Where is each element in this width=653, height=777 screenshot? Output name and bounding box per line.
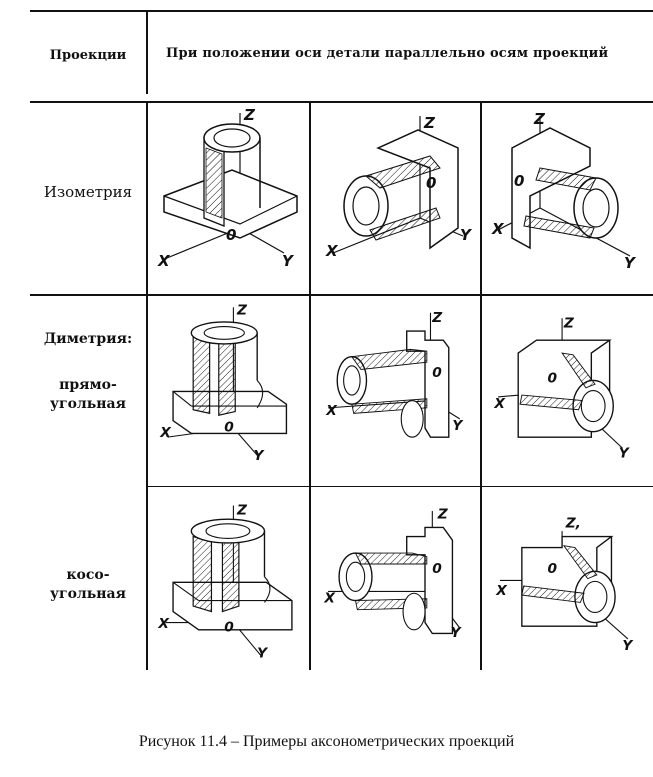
row-label-line: угольная bbox=[50, 396, 126, 412]
axis-x-label: X bbox=[495, 583, 508, 599]
row-label-oblique: косо- угольная bbox=[30, 566, 146, 604]
origin-label: 0 bbox=[547, 561, 557, 577]
row-label-line: Изометрия bbox=[43, 183, 133, 201]
origin-label: 0 bbox=[426, 174, 436, 192]
drawing-oblique-vertical: Z 0 X Y bbox=[152, 500, 302, 661]
axis-z-label: Z bbox=[563, 315, 575, 331]
origin-label: 0 bbox=[224, 420, 234, 436]
projection-table: Проекции При положении оси детали паралл… bbox=[30, 10, 653, 670]
row2-bottom-rule bbox=[146, 486, 653, 487]
axis-y-label: Y bbox=[619, 445, 631, 461]
axis-y-label: Y bbox=[451, 625, 463, 641]
origin-label: 0 bbox=[432, 561, 442, 577]
axis-z-label: Z bbox=[533, 110, 546, 128]
header-bottom-rule bbox=[30, 101, 653, 103]
origin-label: 0 bbox=[514, 172, 524, 190]
header-divider bbox=[146, 10, 148, 94]
axis-y-label: Y bbox=[622, 638, 634, 654]
origin-label: 0 bbox=[547, 370, 557, 386]
header-projections: Проекции bbox=[49, 48, 127, 63]
origin-label: 0 bbox=[224, 620, 234, 636]
axis-x-label: X bbox=[157, 252, 171, 270]
axis-y-label: Y bbox=[624, 254, 637, 272]
row-label-line: прямо- bbox=[59, 377, 117, 393]
origin-label: 0 bbox=[226, 226, 236, 244]
origin-label: 0 bbox=[432, 365, 442, 381]
axis-y-label: Y bbox=[257, 645, 269, 661]
column-divider-1 bbox=[146, 103, 148, 670]
axis-y-label: Y bbox=[460, 226, 473, 244]
column-divider-3 bbox=[480, 103, 482, 670]
row1-bottom-rule bbox=[30, 294, 653, 296]
drawing-isometry-axis-y: Z 0 X Y bbox=[318, 108, 473, 268]
axis-z-label: Z bbox=[236, 503, 248, 519]
axis-z-label: Z bbox=[431, 310, 443, 326]
axis-x-label: X bbox=[159, 425, 172, 441]
table-top-rule bbox=[30, 10, 653, 12]
axis-y-label: Y bbox=[254, 448, 266, 464]
axis-y-label: Y bbox=[282, 252, 295, 270]
drawing-dimetry-axis-x: Z 0 X Y bbox=[488, 300, 638, 461]
figure-caption: Рисунок 11.4 – Примеры аксонометрических… bbox=[138, 733, 515, 750]
drawing-dimetry-vertical: Z 0 X Y bbox=[152, 300, 302, 464]
drawing-oblique-axis-x: Z, 0 X Y bbox=[488, 500, 638, 660]
axis-x-label: X bbox=[325, 403, 338, 419]
axis-z-label: Z, bbox=[565, 515, 581, 531]
header-axis-position: При положении оси детали параллельно ося… bbox=[166, 46, 609, 61]
axis-y-label: Y bbox=[452, 418, 464, 434]
axis-z-label: Z bbox=[236, 303, 248, 319]
row-label-line: Диметрия: bbox=[43, 331, 133, 347]
axis-z-label: Z bbox=[437, 506, 449, 522]
column-divider-2 bbox=[309, 103, 311, 670]
axis-x-label: X bbox=[493, 396, 506, 412]
axis-z-label: Z bbox=[423, 114, 436, 132]
drawing-isometry-axis-x: Z 0 X Y bbox=[490, 108, 640, 272]
row-label-dimetry: Диметрия: bbox=[30, 330, 146, 349]
row-label-line: косо- bbox=[66, 567, 110, 583]
axis-x-label: X bbox=[491, 220, 505, 238]
row-label-line: угольная bbox=[50, 586, 126, 602]
row-label-rectangular: прямо- угольная bbox=[30, 376, 146, 414]
drawing-isometry-vertical: Z 0 X Y bbox=[152, 106, 302, 270]
row-label-isometry: Изометрия bbox=[30, 183, 146, 202]
axis-z-label: Z bbox=[243, 106, 256, 124]
drawing-dimetry-axis-y: Z 0 X Y bbox=[318, 300, 468, 460]
axis-x-label: X bbox=[325, 242, 339, 260]
axis-x-label: X bbox=[157, 616, 170, 632]
axis-x-label: X bbox=[323, 590, 336, 606]
drawing-oblique-axis-y: Z 0 X Y bbox=[318, 500, 468, 660]
